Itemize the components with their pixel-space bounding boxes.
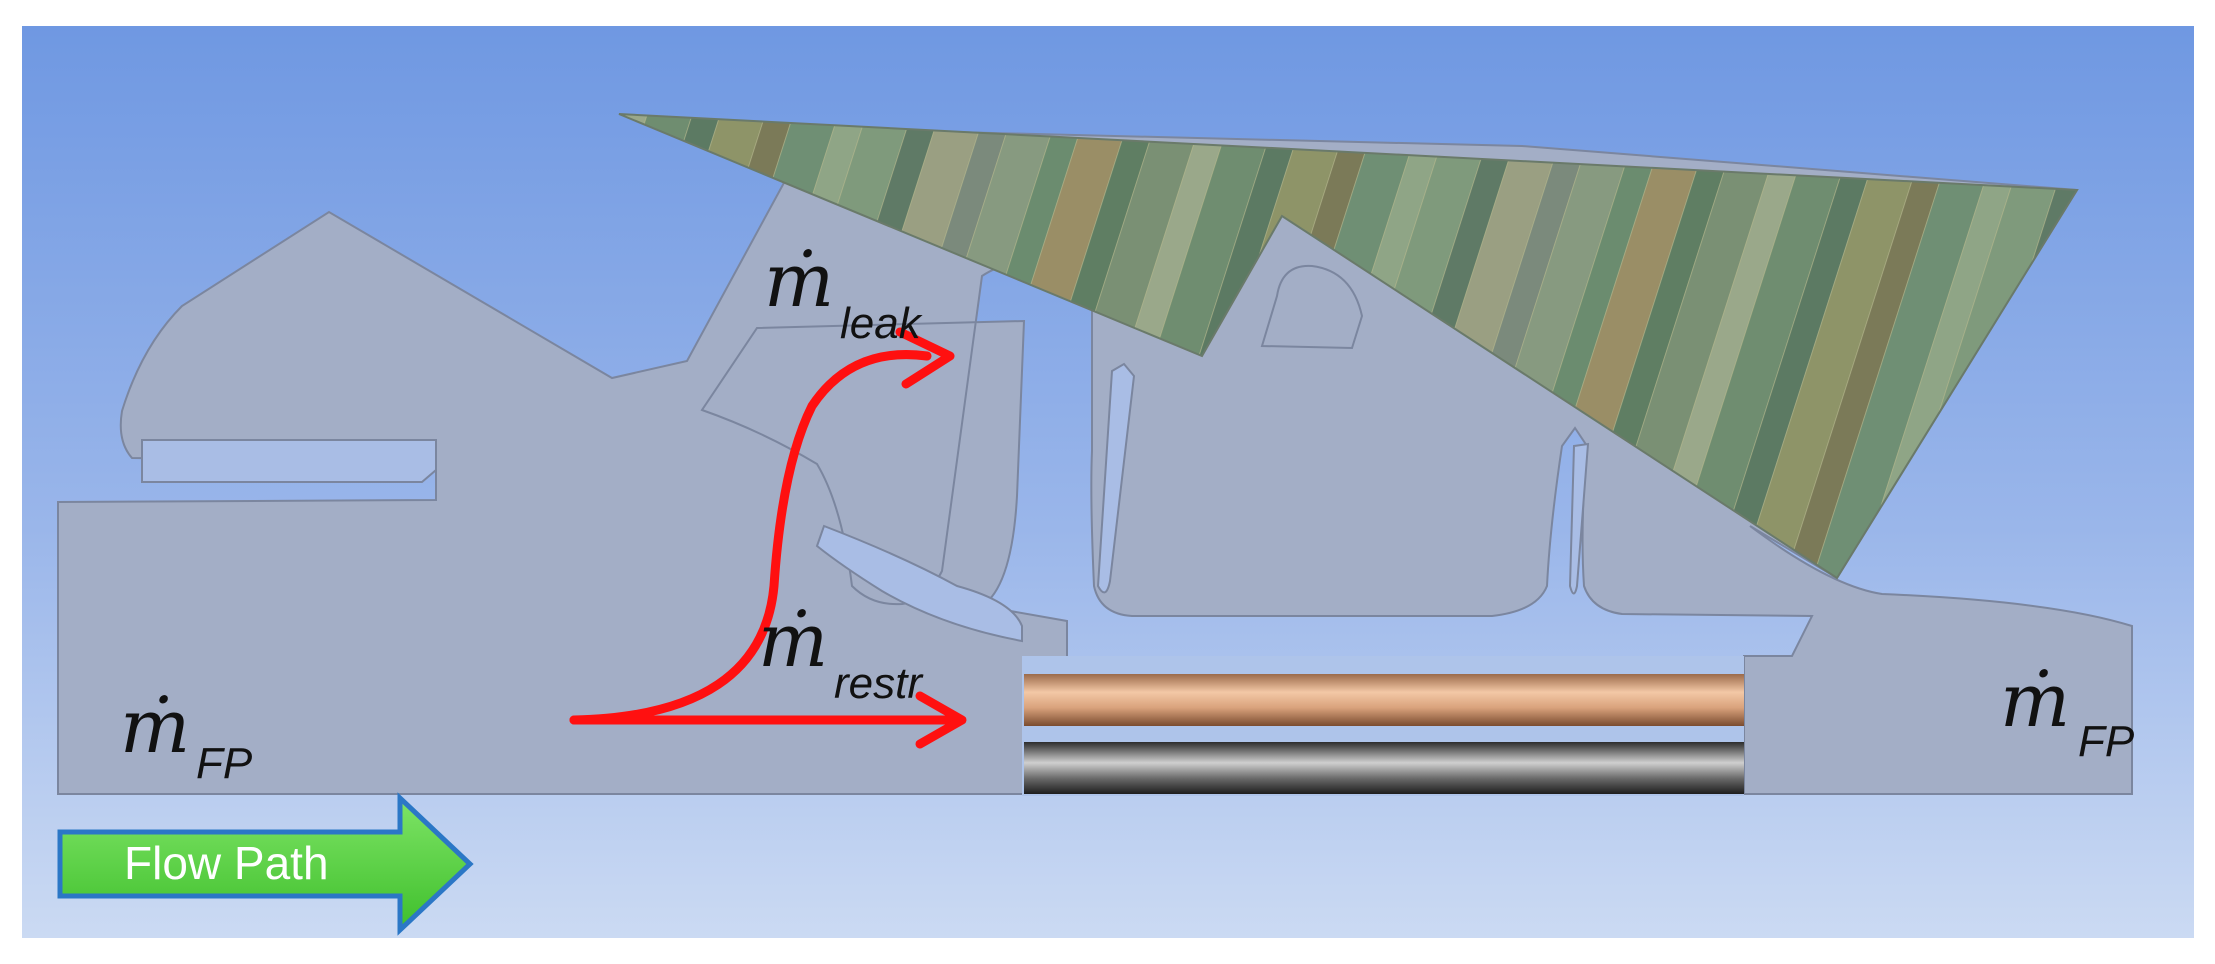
blade-notch [1260,264,1364,350]
steel-rod [1024,742,1744,794]
m-leak-symbol: ṁ [764,238,834,324]
m-restr-subscript: restr [834,659,924,708]
m-fp-left-subscript: FP [196,739,253,788]
m-restr-symbol: ṁ [758,598,828,684]
leak-arrowhead [895,327,955,389]
blade-outline [618,113,2079,580]
blade-stripe [1775,114,1965,578]
m-leak-subscript: leak [840,299,923,348]
flow-path-label: Flow Path [124,837,329,889]
flow-path-arrow: Flow Path [57,792,474,936]
flow-arrows [569,350,957,725]
restr-arrowhead [915,691,967,749]
flow-path-arrow-shape [57,792,474,936]
m-fp-right-subscript: FP [2078,717,2135,766]
blade-stripe [1702,114,1892,578]
m-fp-right-symbol: ṁ [2000,658,2070,744]
seal-leakage-diagram: ṁ leak ṁ restr ṁ FP ṁ FP Flow Path [22,26,2194,938]
blade-stripe [1803,114,2010,578]
copper-rod [1024,674,1744,726]
m-fp-left-symbol: ṁ [120,684,190,770]
left-slot [141,439,437,483]
blade-stripe [1657,114,1864,578]
leak-arrow [569,350,932,725]
vertical-slot-right [1568,442,1590,595]
vertical-slot-left [1096,362,1136,594]
diagram-frame: ṁ leak ṁ restr ṁ FP ṁ FP Flow Path [22,26,2194,938]
upper-slot [815,524,1023,643]
blade-stripe [1730,114,1937,578]
